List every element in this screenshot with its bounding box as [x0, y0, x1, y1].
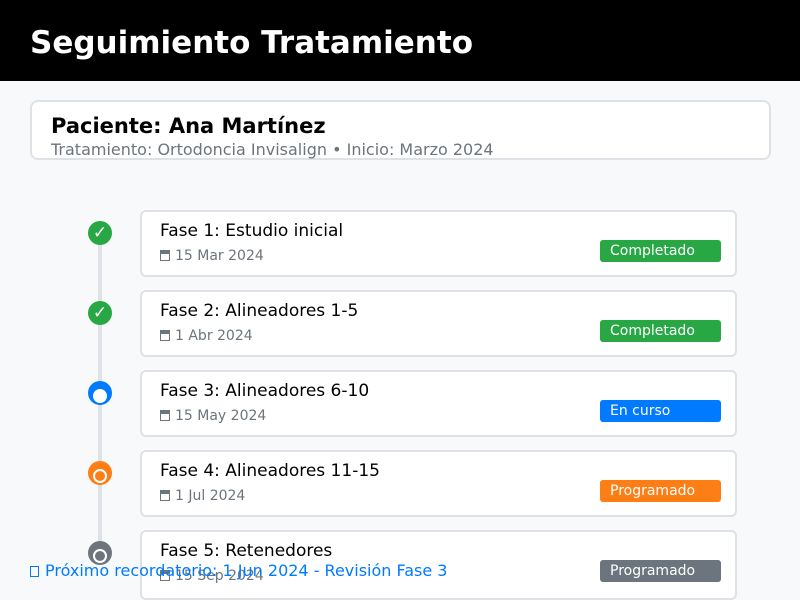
phase-1-completed-marker: ✓	[88, 221, 112, 245]
phase-date: 15 Mar 2024	[160, 247, 264, 265]
phase-title: Fase 2: Alineadores 1-5	[160, 301, 359, 321]
phase-card-1[interactable]: Fase 1: Estudio inicial 15 Mar 2024 Comp…	[140, 210, 737, 277]
status-badge: Programado	[600, 480, 721, 502]
page-title: Seguimiento Tratamiento	[30, 25, 473, 61]
status-badge: Completado	[600, 240, 721, 262]
phase-2-completed-marker: ✓	[88, 301, 112, 325]
patient-card: Paciente: Ana Martínez Tratamiento: Orto…	[30, 100, 771, 160]
next-reminder-notice: Próximo recordatorio: 1 Jun 2024 - Revis…	[30, 561, 447, 581]
phase-card-2[interactable]: Fase 2: Alineadores 1-5 1 Abr 2024 Compl…	[140, 290, 737, 357]
phase-date-text: 1 Jul 2024	[175, 488, 246, 504]
phase-date: 15 May 2024	[160, 407, 266, 425]
phase-5-scheduled-marker	[88, 541, 112, 565]
phase-date-text: 15 Mar 2024	[175, 248, 264, 264]
calendar-icon	[160, 490, 170, 501]
phase-date: 1 Abr 2024	[160, 327, 253, 345]
phase-card-5[interactable]: Fase 5: Retenedores 15 Sep 2024 Programa…	[140, 530, 737, 600]
phase-card-3[interactable]: Fase 3: Alineadores 6-10 15 May 2024 En …	[140, 370, 737, 437]
next-reminder-text: Próximo recordatorio: 1 Jun 2024 - Revis…	[45, 561, 448, 580]
status-badge: Programado	[600, 560, 721, 582]
phase-date-text: 15 May 2024	[175, 408, 267, 424]
check-icon: ✓	[92, 303, 108, 323]
calendar-icon	[30, 566, 39, 577]
app-header: Seguimiento Tratamiento	[0, 0, 800, 81]
phase-3-in-progress-marker	[88, 381, 112, 405]
phase-title: Fase 5: Retenedores	[160, 541, 333, 561]
treatment-info: Tratamiento: Ortodoncia Invisalign • Ini…	[51, 140, 494, 159]
phase-date-text: 1 Abr 2024	[175, 328, 253, 344]
in-progress-icon	[93, 389, 107, 403]
phase-date: 1 Jul 2024	[160, 487, 245, 505]
phase-date: 15 Sep 2024	[160, 567, 264, 585]
phase-title: Fase 3: Alineadores 6-10	[160, 381, 370, 401]
patient-name: Paciente: Ana Martínez	[51, 114, 326, 138]
status-badge: En curso	[600, 400, 721, 422]
phase-card-4[interactable]: Fase 4: Alineadores 11-15 1 Jul 2024 Pro…	[140, 450, 737, 517]
calendar-icon	[160, 570, 170, 581]
scheduled-icon	[93, 549, 107, 563]
phase-title: Fase 4: Alineadores 11-15	[160, 461, 380, 481]
calendar-icon	[160, 250, 170, 261]
scheduled-icon	[93, 469, 107, 483]
check-icon: ✓	[92, 223, 108, 243]
phase-title: Fase 1: Estudio inicial	[160, 221, 344, 241]
phase-date-text: 15 Sep 2024	[175, 568, 264, 584]
calendar-icon	[160, 410, 170, 421]
calendar-icon	[160, 330, 170, 341]
phase-4-scheduled-marker	[88, 461, 112, 485]
status-badge: Completado	[600, 320, 721, 342]
